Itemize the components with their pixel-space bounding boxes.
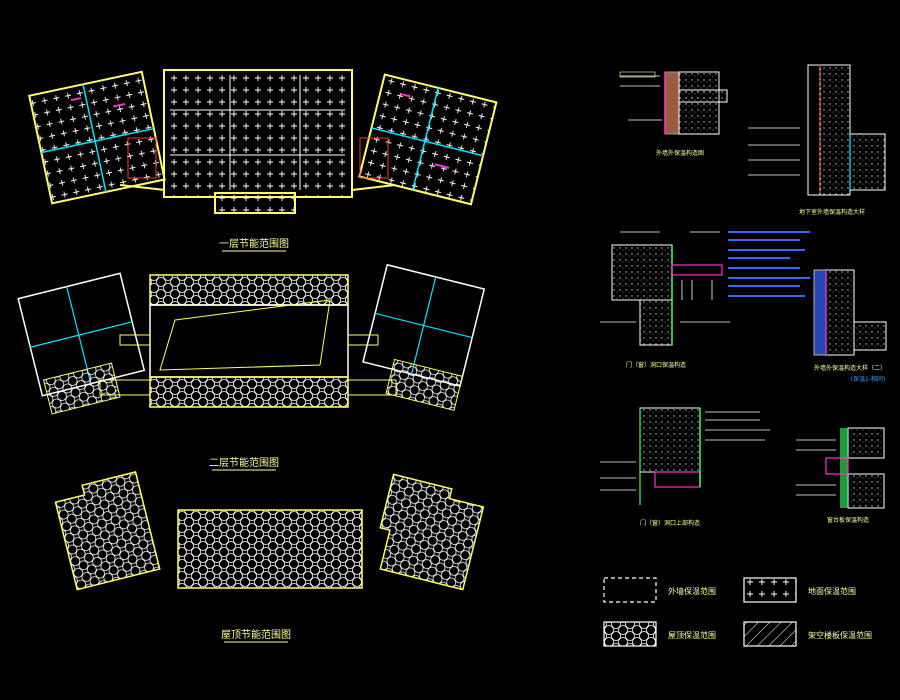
legend-label-exterior-wall: 外墙保温范围 <box>668 586 716 596</box>
detail-3: 门（窗）洞口保温构造 <box>600 231 810 369</box>
detail-1-caption: 外墙外保温构造图 <box>656 149 704 157</box>
floor1-left-wing <box>28 70 166 205</box>
roof-left-block <box>54 471 161 591</box>
floor1-title: 一层节能范围图 <box>219 237 289 250</box>
legend-swatch-overhead-slab <box>743 621 797 647</box>
detail-1: 外墙外保温构造图 <box>619 71 728 157</box>
detail-4-note: (保温1-相同) <box>851 375 886 383</box>
detail-6: 窗台板保温构造 <box>796 427 885 524</box>
detail-3-caption: 门（窗）洞口保温构造 <box>626 361 686 369</box>
floor2-bottom-band <box>149 376 349 408</box>
roof-title: 屋顶节能范围图 <box>221 628 291 641</box>
floor2-top-band <box>149 274 349 306</box>
roof-right-block <box>379 473 485 591</box>
detail-6-caption: 窗台板保温构造 <box>827 516 869 524</box>
legend-label-overhead-slab: 架空楼板保温范围 <box>808 630 872 640</box>
detail-5-caption: 门（窗）洞口上部构造 <box>640 519 700 527</box>
detail-2-caption: 地下室外墙保温构造大样 <box>799 208 865 216</box>
floor1-right-wing <box>358 73 498 206</box>
legend-swatch-roof <box>603 621 657 647</box>
legend-label-ground: 地面保温范围 <box>808 586 856 596</box>
detail-4: 外墙外保温构造大样（二） (保温1-相同) <box>813 269 887 383</box>
floor2-central-hall <box>149 304 349 378</box>
floor1-central-block <box>163 69 353 198</box>
roof-central-block <box>177 509 363 589</box>
legend-label-roof: 屋顶保温范围 <box>668 630 716 640</box>
floor2-plan: 二层节能范围图 <box>17 263 486 471</box>
floor2-title: 二层节能范围图 <box>209 456 279 469</box>
legend-swatch-exterior-wall <box>603 577 657 603</box>
detail-2: 地下室外墙保温构造大样 <box>748 64 886 216</box>
legend: 外墙保温范围 地面保温范围 屋顶保温范围 架空楼板保温范围 <box>603 577 872 647</box>
floor1-plan: 一层节能范围图 <box>28 69 498 252</box>
detail-4-caption: 外墙外保温构造大样（二） <box>814 364 886 372</box>
detail-5: 门（窗）洞口上部构造 <box>600 407 770 527</box>
roof-plan: 屋顶节能范围图 <box>54 471 485 643</box>
legend-swatch-ground <box>743 577 797 603</box>
